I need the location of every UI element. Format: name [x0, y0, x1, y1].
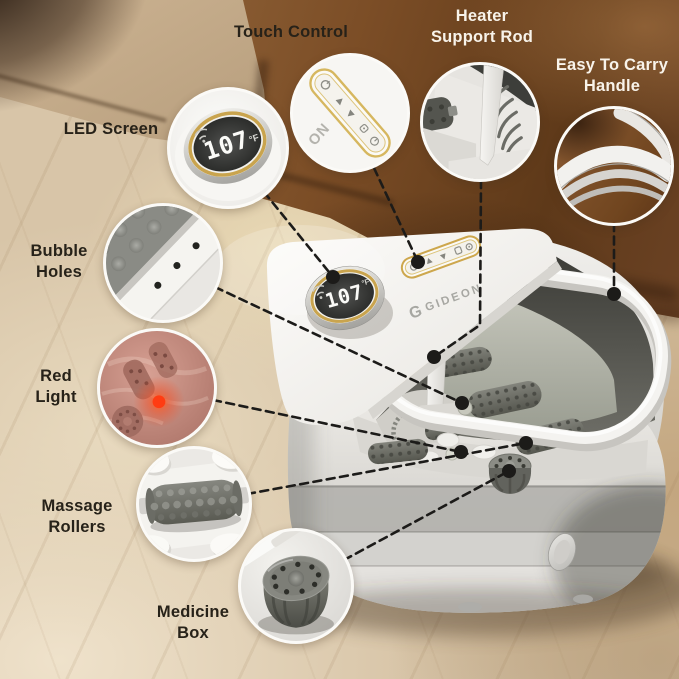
callout-dot-massage [519, 436, 533, 450]
arrow-up-icon [427, 257, 433, 265]
massage-roller [368, 438, 428, 465]
callout-dot-redlight [454, 445, 468, 459]
drain-knob [547, 533, 577, 571]
callout-dot-heater [427, 350, 441, 364]
callout-dot-handle [607, 287, 621, 301]
timer-icon [369, 136, 380, 146]
callout-line-massage [245, 441, 528, 496]
bubble-mode-icon [359, 123, 369, 133]
roller-closeup [423, 97, 458, 133]
label-bubble-holes: Bubble Holes [30, 242, 88, 281]
led-unit-inset: °F [248, 132, 261, 145]
callout-line-bubble [213, 285, 464, 405]
arrow-up-icon [335, 98, 343, 106]
signal-icon [312, 285, 325, 300]
water-tray [420, 298, 617, 428]
callout-line-heater [432, 178, 483, 359]
inset-red-light [97, 328, 217, 448]
inset-heater-rod [420, 62, 540, 182]
submerged-medicine-box [111, 405, 144, 438]
inset-massage-rollers [136, 446, 252, 562]
callout-dot-led [326, 270, 340, 284]
led-unit: °F [361, 277, 371, 288]
arrow-down-icon [347, 109, 355, 117]
bubble-mode-icon [454, 246, 463, 255]
callout-line-led [262, 190, 335, 279]
timer-icon [465, 243, 473, 251]
lid-edge [368, 261, 562, 419]
label-touch-control: Touch Control [233, 23, 349, 41]
label-massage-rollers: Massage Rollers [41, 497, 113, 536]
callout-line-medicine [342, 469, 511, 562]
brand-mark-g: G [407, 303, 425, 323]
red-light-core [152, 395, 166, 409]
lid-holes [271, 561, 322, 595]
brand-fragment: ON [306, 120, 334, 149]
label-medicine-box: Medicine Box [156, 603, 230, 642]
led-knob: 107 °F [305, 265, 385, 331]
label-heater-support-rod: Heater Support Rod [430, 7, 534, 46]
callout-line-redlight [211, 398, 463, 454]
medicine-box-lid [262, 555, 330, 602]
callout-dot-bubble [455, 396, 469, 410]
label-red-light: Red Light [35, 367, 77, 406]
arrow-down-icon [439, 253, 446, 260]
massage-roller [468, 381, 542, 418]
callout-line-touch [372, 166, 420, 264]
handle-closeup [557, 109, 671, 219]
signal-icon [194, 128, 208, 143]
inset-touch-control: ON [290, 53, 410, 173]
support-rod-closeup [479, 65, 504, 166]
inset-led-screen: 107 °F [167, 87, 289, 209]
label-led-screen: LED Screen [63, 120, 159, 138]
callout-dot-medicine [502, 464, 516, 478]
inset-carry-handle [554, 106, 674, 226]
touch-strip-closeup [309, 68, 391, 158]
product-foot [573, 594, 593, 604]
callout-dot-touch [411, 255, 425, 269]
label-easy-to-carry-handle: Easy To Carry Handle [555, 56, 669, 95]
roller-closeup [139, 479, 249, 533]
product-foot [458, 602, 482, 612]
led-knob-closeup: 107 °F [183, 108, 273, 184]
